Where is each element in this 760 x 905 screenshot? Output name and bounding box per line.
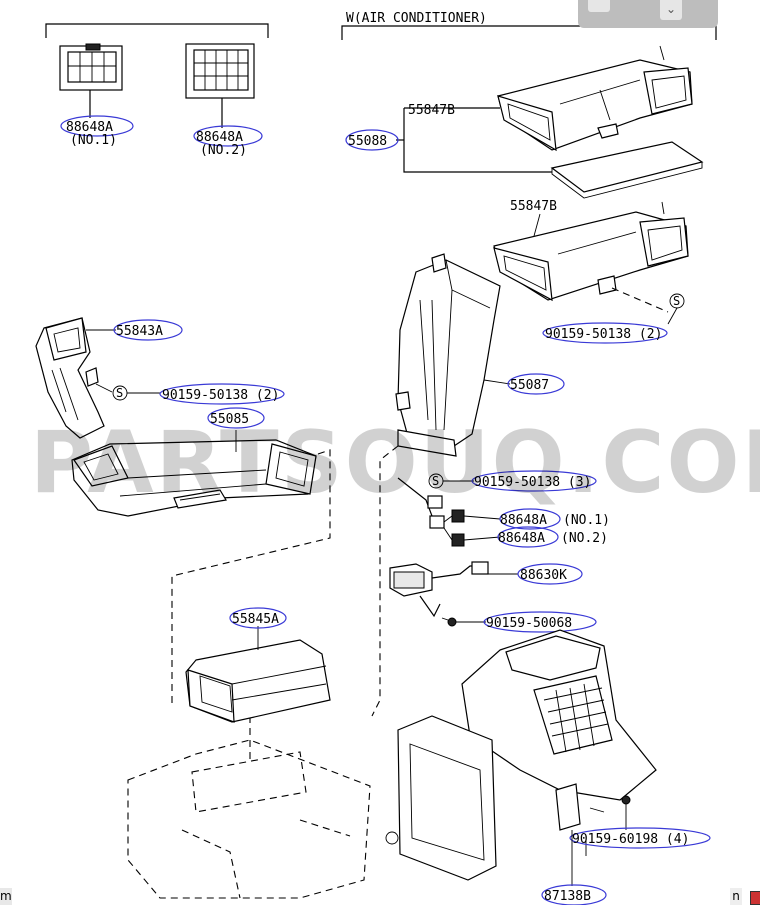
- connector-no2-callout[interactable]: 88648A (NO.2): [193, 125, 263, 158]
- corner-right-tab: n: [730, 888, 760, 905]
- label-88630k: 88630K: [520, 568, 567, 583]
- filter-bracket-lines: [396, 107, 552, 173]
- label-55088: 55088: [348, 134, 387, 149]
- label-bolt-right: 90159-50138 (2): [545, 327, 662, 342]
- duct-55087-drawing: [395, 253, 511, 457]
- bolt-symbol-right-text: S: [673, 294, 680, 308]
- callout-55847b-middle[interactable]: 55847B: [510, 199, 557, 237]
- label-55087: 55087: [510, 378, 549, 393]
- callout-bolt-3[interactable]: 90159-50138 (3): [471, 470, 597, 492]
- callout-55845a[interactable]: 55845A: [229, 607, 287, 629]
- callout-screw-50068[interactable]: 90159-50068: [483, 611, 597, 633]
- callout-screw-60198[interactable]: 90159-60198 (4): [569, 827, 711, 849]
- corner-left-text: m: [0, 889, 12, 903]
- connector-no1-code: 88648A: [66, 120, 113, 135]
- filter-panel-drawing: [550, 141, 704, 199]
- duct-55847b-upper-drawing: [497, 45, 693, 152]
- label-bolt-left: 90159-50138 (2): [162, 388, 279, 403]
- variant-label: W(AIR CONDITIONER): [346, 11, 487, 26]
- duct-55845a-drawing: [185, 626, 331, 723]
- label-screw-50068: 90159-50068: [486, 616, 572, 631]
- sensor-88630k-drawing: [389, 561, 518, 618]
- dashed-leader-right: [611, 287, 669, 313]
- connector-group-bracket: [45, 23, 269, 38]
- label-55845a: 55845A: [232, 612, 279, 627]
- callout-88648a-right-no2[interactable]: 88648A (NO.2): [497, 526, 608, 548]
- callout-55843a[interactable]: 55843A: [113, 319, 183, 341]
- watermark-text: PARTSOUQ.COM: [30, 413, 760, 513]
- callout-55085[interactable]: 55085: [207, 407, 265, 429]
- duct-55085-drawing: [71, 430, 317, 517]
- connector-no2-sub: (NO.2): [200, 143, 247, 158]
- corner-right-text: n: [730, 888, 742, 905]
- chevron-down-icon[interactable]: ⌄: [660, 0, 682, 20]
- label-88648a-right-no2-sub: (NO.2): [561, 531, 608, 546]
- viewer-control-bar: ⌄: [578, 0, 718, 28]
- lower-housing-dashed: [127, 739, 371, 899]
- connector-no2-code: 88648A: [196, 130, 243, 145]
- label-screw-60198: 90159-60198 (4): [572, 832, 689, 847]
- label-88648a-right-no1-sub: (NO.1): [563, 513, 610, 528]
- label-bolt-3: 90159-50138 (3): [474, 475, 591, 490]
- callout-87138b[interactable]: 87138B: [541, 830, 607, 905]
- app-icon: [750, 891, 760, 905]
- label-88648a-right-no1: 88648A: [500, 513, 547, 528]
- label-55847b-middle: 55847B: [510, 199, 557, 214]
- duct-55847b-middle-drawing: [493, 201, 689, 302]
- callout-55088[interactable]: 55088: [345, 129, 399, 151]
- callout-bolt-right[interactable]: 90159-50138 (2): [542, 322, 668, 344]
- corner-left-tab: m: [0, 888, 12, 905]
- minus-icon[interactable]: [588, 0, 610, 12]
- dashed-connection-lines: [171, 445, 399, 760]
- connector-no1-callout[interactable]: 88648A (NO.1): [60, 115, 134, 148]
- label-55847b-upper: 55847B: [408, 103, 455, 118]
- callout-88648a-right-no1[interactable]: 88648A (NO.1): [499, 508, 610, 530]
- label-55085: 55085: [210, 412, 249, 427]
- callout-55087[interactable]: 55087: [507, 373, 565, 395]
- air-conditioner-bracket: W(AIR CONDITIONER): [341, 11, 717, 40]
- label-88648a-right-no2: 88648A: [498, 531, 545, 546]
- connector-no2-drawing: [185, 43, 255, 128]
- duct-55843a-drawing: [35, 317, 116, 439]
- connector-no1-drawing: [59, 43, 123, 118]
- callout-55847b-upper[interactable]: 55847B: [408, 103, 455, 118]
- bolt-symbol-mid: S: [428, 473, 474, 489]
- label-87138b: 87138B: [544, 889, 591, 904]
- label-55843a: 55843A: [116, 324, 163, 339]
- callout-88630k[interactable]: 88630K: [517, 563, 583, 585]
- bolt-symbol-left: S: [95, 383, 160, 401]
- bolt-symbol-left-text: S: [116, 386, 123, 400]
- bolt-symbol-mid-text: S: [432, 474, 439, 488]
- blower-unit-drawing: [385, 629, 657, 881]
- bolt-symbol-right: S: [667, 293, 685, 325]
- wire-harness-drawing: [397, 477, 501, 547]
- callout-bolt-left[interactable]: 90159-50138 (2): [159, 383, 285, 405]
- screw-50068-drawing: [441, 617, 486, 627]
- connector-no1-sub: (NO.1): [70, 133, 117, 148]
